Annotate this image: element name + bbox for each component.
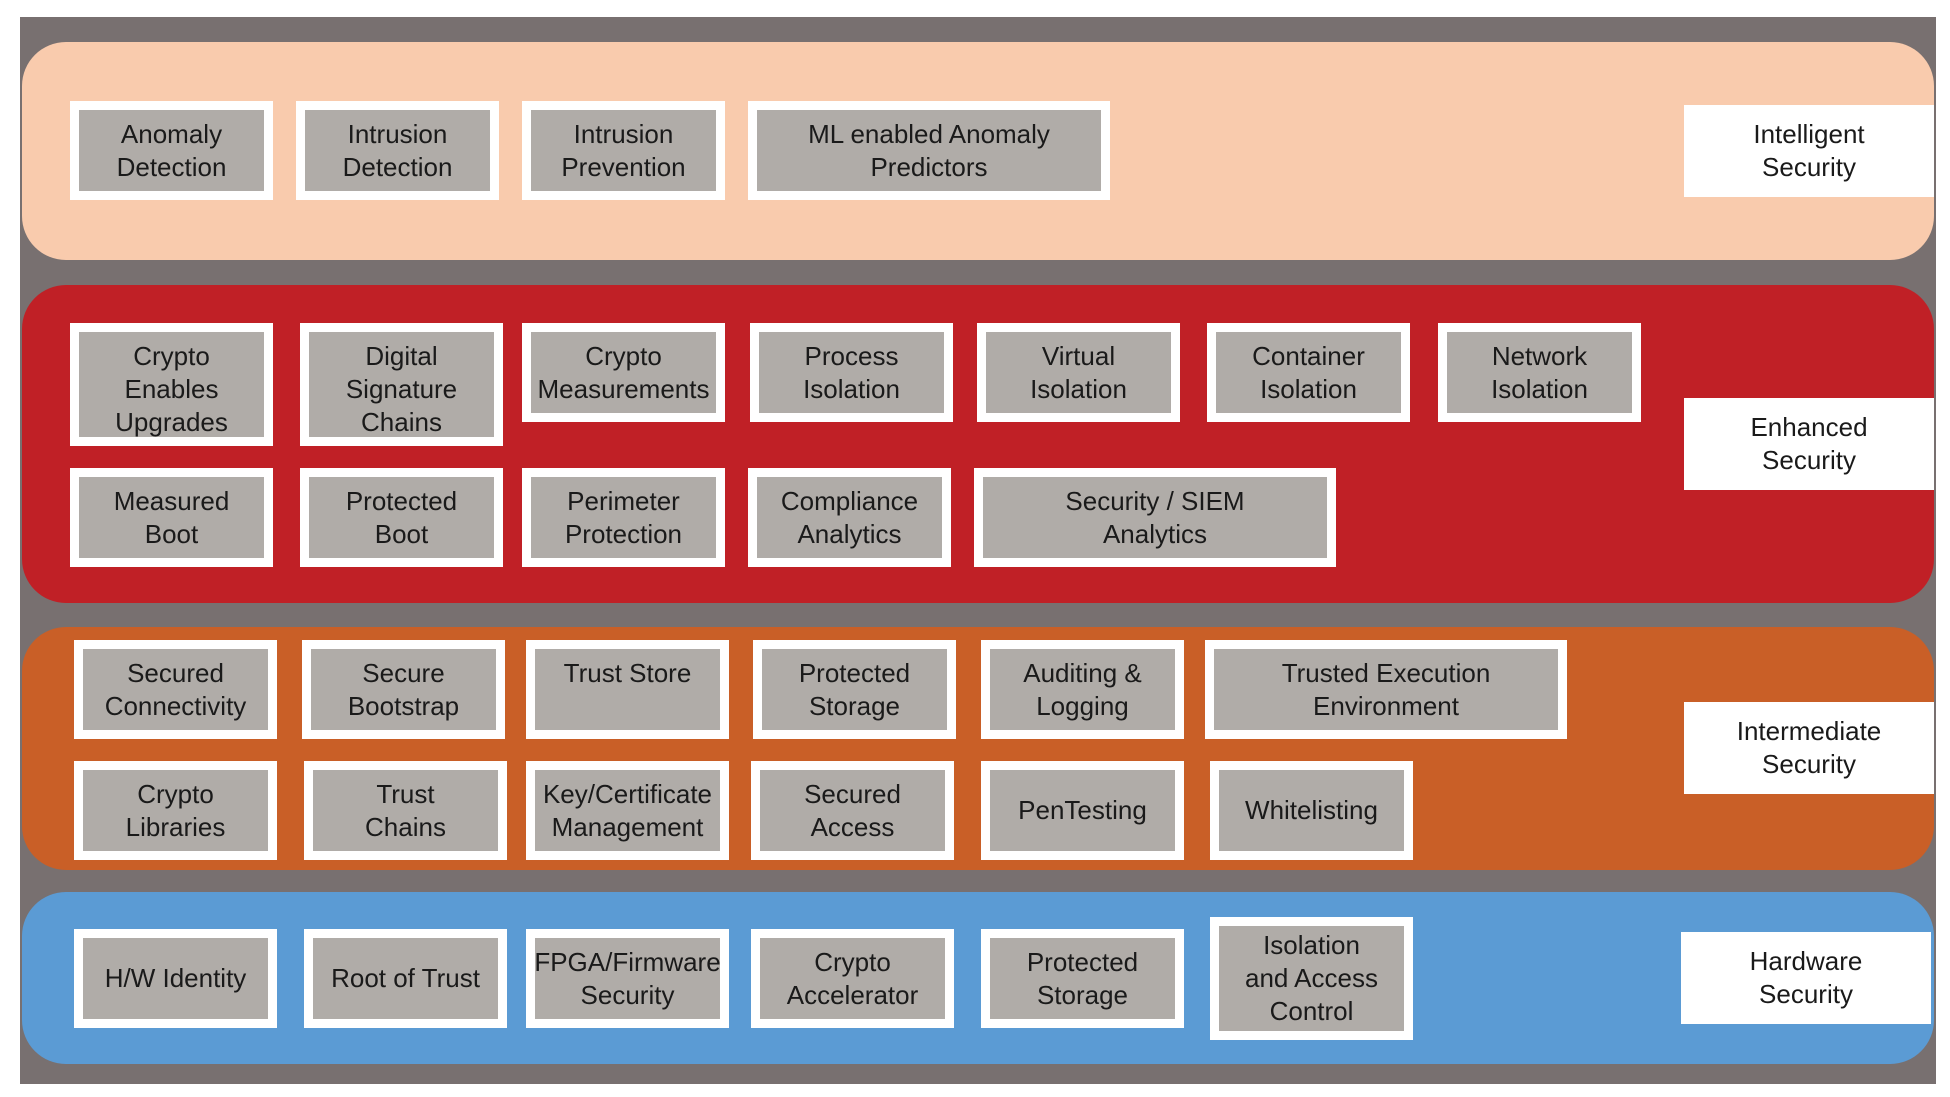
- box-label: Process Isolation: [759, 332, 944, 413]
- box-intrusion-detection: Intrusion Detection: [296, 101, 499, 200]
- box-label: Trusted Execution Environment: [1214, 649, 1558, 730]
- box-label: Protected Storage: [762, 649, 947, 730]
- box-label: Measured Boot: [79, 477, 264, 558]
- box-security-siem-analytics: Security / SIEM Analytics: [974, 468, 1336, 567]
- box-label: H/W Identity: [83, 938, 268, 1019]
- box-label: Auditing & Logging: [990, 649, 1175, 730]
- box-auditing-logging: Auditing & Logging: [981, 640, 1184, 739]
- box-ml-anomaly-predictors: ML enabled Anomaly Predictors: [748, 101, 1110, 200]
- box-label: PenTesting: [990, 770, 1175, 851]
- layer-label-intelligent-security: Intelligent Security: [1684, 105, 1934, 197]
- box-label: Root of Trust: [313, 938, 498, 1019]
- box-secured-connectivity: Secured Connectivity: [74, 640, 277, 739]
- box-key-certificate-management: Key/Certificate Management: [526, 761, 729, 860]
- box-network-isolation: Network Isolation: [1438, 323, 1641, 422]
- box-label: Perimeter Protection: [531, 477, 716, 558]
- layer-intelligent-security: Anomaly Detection Intrusion Detection In…: [22, 42, 1934, 260]
- box-fpga-firmware-security: FPGA/Firmware Security: [526, 929, 729, 1028]
- box-measured-boot: Measured Boot: [70, 468, 273, 567]
- box-label: Secured Access: [760, 770, 945, 851]
- layer-label-enhanced-security: Enhanced Security: [1684, 398, 1934, 490]
- box-label: Container Isolation: [1216, 332, 1401, 413]
- box-protected-storage-hardware: Protected Storage: [981, 929, 1184, 1028]
- box-label: Crypto Enables Upgrades: [79, 332, 264, 437]
- box-digital-signature-chains: Digital Signature Chains: [300, 323, 503, 446]
- box-trust-chains: Trust Chains: [304, 761, 507, 860]
- box-anomaly-detection: Anomaly Detection: [70, 101, 273, 200]
- layer-label-intermediate-security: Intermediate Security: [1684, 702, 1934, 794]
- box-hw-identity: H/W Identity: [74, 929, 277, 1028]
- box-whitelisting: Whitelisting: [1210, 761, 1413, 860]
- box-secure-bootstrap: Secure Bootstrap: [302, 640, 505, 739]
- box-crypto-enables-upgrades: Crypto Enables Upgrades: [70, 323, 273, 446]
- box-compliance-analytics: Compliance Analytics: [748, 468, 951, 567]
- box-crypto-measurements: Crypto Measurements: [522, 323, 725, 422]
- box-label: Secure Bootstrap: [311, 649, 496, 730]
- box-virtual-isolation: Virtual Isolation: [977, 323, 1180, 422]
- layer-hardware-security: H/W Identity Root of Trust FPGA/Firmware…: [22, 892, 1934, 1064]
- box-crypto-libraries: Crypto Libraries: [74, 761, 277, 860]
- box-trusted-execution-environment: Trusted Execution Environment: [1205, 640, 1567, 739]
- box-label: Key/Certificate Management: [535, 770, 720, 851]
- box-label: Crypto Measurements: [531, 332, 716, 413]
- box-crypto-accelerator: Crypto Accelerator: [751, 929, 954, 1028]
- box-label: Protected Boot: [309, 477, 494, 558]
- box-label: Virtual Isolation: [986, 332, 1171, 413]
- box-label: Compliance Analytics: [757, 477, 942, 558]
- box-process-isolation: Process Isolation: [750, 323, 953, 422]
- box-label: Intrusion Prevention: [531, 110, 716, 191]
- box-label: Secured Connectivity: [83, 649, 268, 730]
- box-secured-access: Secured Access: [751, 761, 954, 860]
- box-intrusion-prevention: Intrusion Prevention: [522, 101, 725, 200]
- box-label: ML enabled Anomaly Predictors: [757, 110, 1101, 191]
- box-trust-store: Trust Store: [526, 640, 729, 739]
- box-protected-boot: Protected Boot: [300, 468, 503, 567]
- box-label: Trust Chains: [313, 770, 498, 851]
- box-label: Crypto Accelerator: [760, 938, 945, 1019]
- box-label: Security / SIEM Analytics: [983, 477, 1327, 558]
- box-label: Trust Store: [535, 649, 720, 730]
- box-label: Intrusion Detection: [305, 110, 490, 191]
- box-root-of-trust: Root of Trust: [304, 929, 507, 1028]
- box-container-isolation: Container Isolation: [1207, 323, 1410, 422]
- box-label: FPGA/Firmware Security: [534, 938, 721, 1019]
- box-pentesting: PenTesting: [981, 761, 1184, 860]
- box-perimeter-protection: Perimeter Protection: [522, 468, 725, 567]
- box-label: Crypto Libraries: [83, 770, 268, 851]
- box-label: Isolation and Access Control: [1219, 926, 1404, 1031]
- box-label: Digital Signature Chains: [309, 332, 494, 437]
- box-label: Whitelisting: [1219, 770, 1404, 851]
- box-protected-storage-intermediate: Protected Storage: [753, 640, 956, 739]
- box-label: Protected Storage: [990, 938, 1175, 1019]
- box-isolation-access-control: Isolation and Access Control: [1210, 917, 1413, 1040]
- box-label: Anomaly Detection: [79, 110, 264, 191]
- layer-intermediate-security: Secured Connectivity Secure Bootstrap Tr…: [22, 627, 1934, 870]
- layer-enhanced-security: Crypto Enables Upgrades Digital Signatur…: [22, 285, 1934, 603]
- layer-label-hardware-security: Hardware Security: [1681, 932, 1931, 1024]
- box-label: Network Isolation: [1447, 332, 1632, 413]
